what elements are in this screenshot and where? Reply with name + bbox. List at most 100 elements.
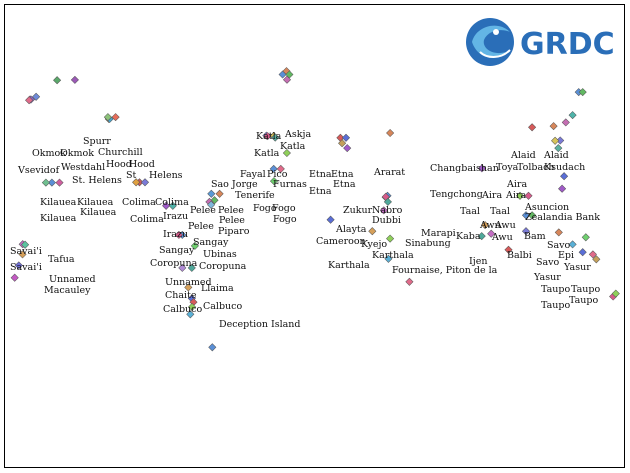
volcano-label: Dubbi bbox=[372, 215, 401, 226]
volcano-label: St. Helens bbox=[72, 175, 122, 186]
volcano-label: Askja bbox=[284, 129, 311, 140]
volcano-label: Pelee bbox=[219, 215, 245, 226]
volcano-label: Toya bbox=[496, 162, 519, 173]
volcano-label: Ararat bbox=[373, 167, 405, 178]
volcano-label: Ksudach bbox=[544, 162, 585, 173]
volcano-label: Balbi bbox=[507, 250, 532, 261]
volcano-marker bbox=[208, 343, 217, 352]
volcano-marker bbox=[70, 75, 79, 84]
volcano-marker bbox=[386, 128, 395, 138]
volcano-marker bbox=[551, 136, 560, 145]
volcano-label: Savo bbox=[547, 240, 571, 251]
volcano-marker bbox=[207, 200, 216, 209]
volcano-label: Katla bbox=[280, 141, 306, 152]
volcano-marker bbox=[368, 227, 377, 236]
volcano-label: Kilauea bbox=[40, 197, 77, 208]
volcano-label: Sinabung bbox=[405, 238, 451, 249]
volcano-label: Ijen bbox=[469, 256, 487, 267]
volcano-label: Nabro bbox=[372, 205, 403, 216]
volcano-marker bbox=[190, 241, 199, 250]
volcano-marker bbox=[556, 136, 565, 145]
volcano-label: Savai'i bbox=[10, 262, 42, 273]
volcano-label: Karthala bbox=[328, 260, 370, 271]
volcano-label: Piparo bbox=[218, 226, 250, 237]
volcano-marker bbox=[103, 113, 112, 122]
volcano-marker bbox=[263, 132, 272, 141]
volcano-marker bbox=[271, 133, 280, 142]
volcano-marker bbox=[481, 221, 490, 230]
volcano-marker bbox=[282, 148, 291, 158]
volcano-label: Taupo bbox=[541, 300, 570, 311]
volcano-marker bbox=[269, 177, 279, 186]
volcano-label: Yasur bbox=[533, 272, 561, 283]
volcano-marker bbox=[383, 197, 392, 206]
volcano-label: Pelee bbox=[218, 205, 244, 216]
volcano-label: Hood bbox=[129, 159, 155, 170]
volcano-label: Taupo bbox=[541, 284, 570, 295]
volcano-marker bbox=[554, 228, 563, 237]
volcano-label: Calbuco bbox=[203, 301, 242, 312]
volcano-marker bbox=[140, 178, 150, 187]
volcano-marker bbox=[178, 263, 187, 272]
volcano-label: Tolbach bbox=[517, 162, 555, 173]
volcano-marker bbox=[162, 201, 171, 210]
volcano-marker bbox=[41, 178, 50, 187]
volcano-label: Coropuna bbox=[199, 261, 247, 272]
volcano-marker bbox=[184, 283, 193, 292]
volcano-label: Alaid bbox=[510, 150, 536, 161]
volcano-label: Westdahl bbox=[61, 162, 105, 173]
volcano-marker bbox=[549, 122, 558, 131]
volcano-label: Zukur bbox=[343, 205, 373, 216]
volcano-label: Etna bbox=[333, 179, 356, 190]
volcano-label: Etna bbox=[309, 169, 332, 180]
volcano-marker bbox=[47, 178, 56, 187]
volcano-marker bbox=[207, 189, 216, 198]
volcano-marker bbox=[561, 118, 570, 127]
volcano-label: Zealandia Bank bbox=[525, 212, 600, 223]
volcano-marker bbox=[588, 250, 597, 259]
volcano-marker bbox=[477, 232, 486, 241]
volcano-marker bbox=[504, 245, 513, 254]
volcano-label: Marapi bbox=[421, 228, 456, 239]
volcano-marker bbox=[55, 178, 64, 187]
volcano-marker bbox=[18, 250, 27, 259]
volcano-label: Tafua bbox=[48, 254, 75, 265]
volcano-marker bbox=[487, 229, 496, 238]
volcano-label: Awu bbox=[491, 232, 513, 243]
volcano-marker bbox=[10, 273, 19, 282]
volcano-label: Irazu bbox=[163, 211, 188, 222]
volcano-label: Kilauea bbox=[77, 197, 114, 208]
volcano-label: Taal bbox=[460, 206, 480, 217]
volcano-marker bbox=[384, 254, 393, 263]
volcano-label: Llaima bbox=[201, 283, 234, 294]
volcano-label: Epi bbox=[558, 250, 574, 261]
volcano-label: Kilauea bbox=[80, 207, 117, 218]
volcano-label: Tengchong bbox=[430, 189, 483, 200]
volcano-marker bbox=[568, 111, 577, 120]
volcano-label: St bbox=[126, 170, 137, 181]
volcano-marker bbox=[528, 211, 537, 220]
volcano-marker bbox=[578, 248, 587, 257]
volcano-marker bbox=[405, 277, 414, 286]
volcano-label: Okmok bbox=[32, 148, 66, 159]
volcano-marker bbox=[187, 263, 196, 272]
volcano-label: Awu bbox=[479, 220, 501, 231]
volcano-label: Hood bbox=[106, 159, 132, 170]
volcano-label: Fournaise, Piton de la bbox=[392, 265, 498, 276]
volcano-marker bbox=[578, 88, 587, 97]
volcano-label: Awu bbox=[494, 220, 516, 231]
volcano-marker bbox=[581, 233, 590, 242]
volcano-label: Deception Island bbox=[219, 319, 301, 330]
volcano-marker bbox=[379, 206, 388, 215]
volcano-marker bbox=[25, 96, 34, 105]
volcano-label: Vsevidof bbox=[17, 165, 61, 176]
volcano-marker bbox=[32, 92, 41, 101]
volcano-label: Kaba bbox=[456, 231, 481, 242]
volcano-label: Chaite bbox=[165, 290, 197, 301]
volcano-marker bbox=[111, 113, 120, 122]
volcano-label: Pico bbox=[267, 169, 288, 180]
volcano-label: Taupo bbox=[571, 284, 600, 295]
volcano-marker bbox=[215, 189, 224, 198]
volcano-label: Macauley bbox=[44, 285, 91, 296]
